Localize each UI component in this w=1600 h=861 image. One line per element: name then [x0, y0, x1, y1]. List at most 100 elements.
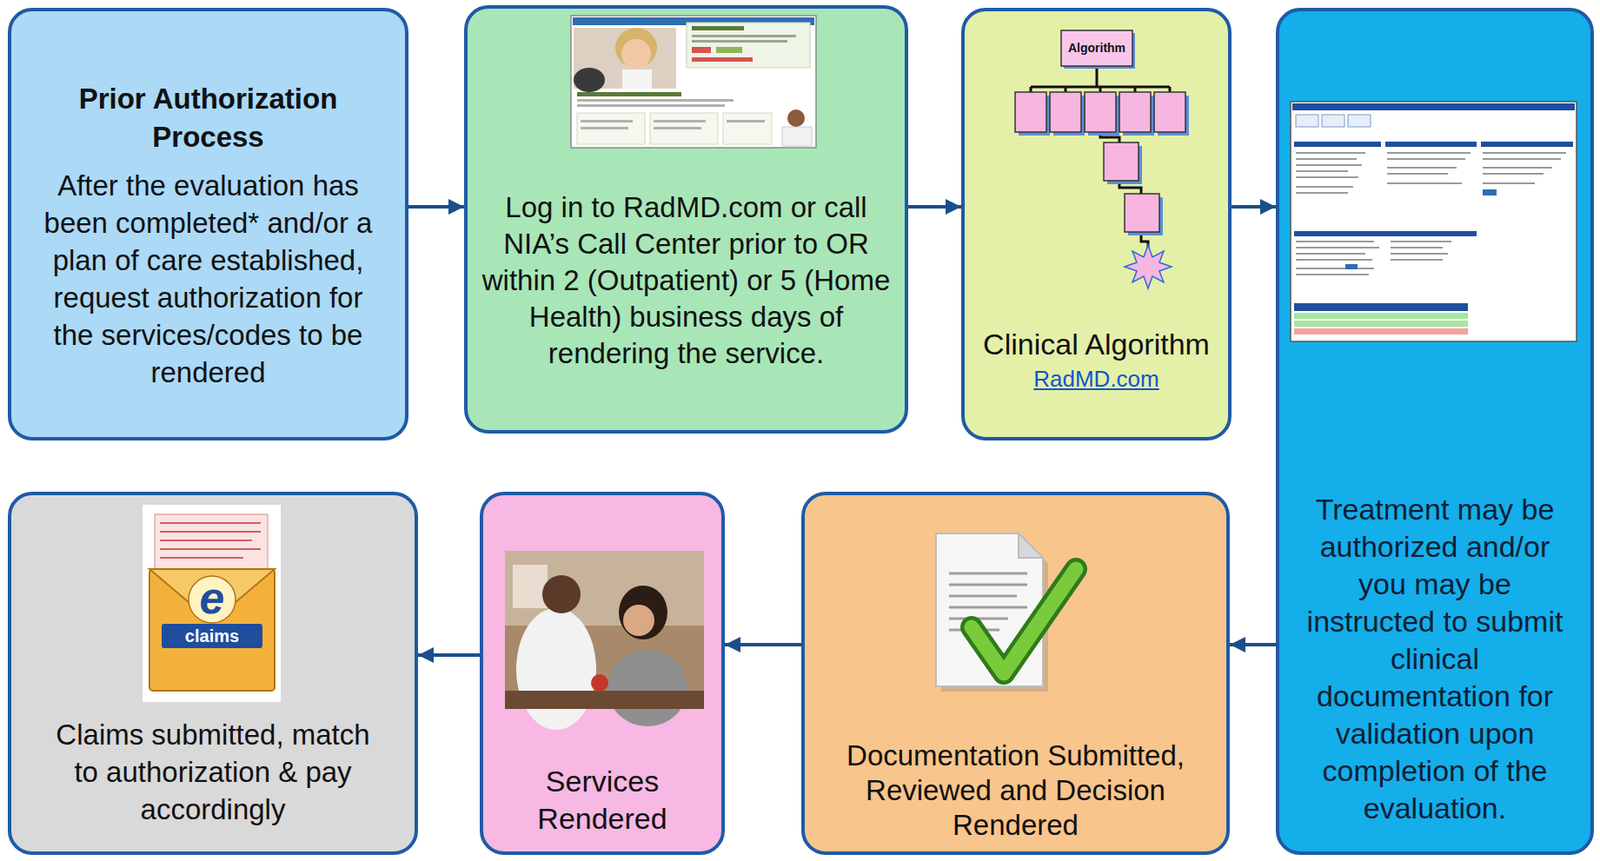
e-claims-icon-part: [149, 569, 275, 691]
therapy-photo-part: [504, 690, 704, 710]
algorithm-tree-part: [1088, 95, 1120, 136]
case-screenshot-part-part: [1390, 246, 1443, 249]
document-check-icon-part-part: [949, 595, 1017, 598]
algorithm-tree-part: [1053, 95, 1085, 136]
e-claims-icon-part: [142, 504, 281, 703]
link-text: RadMD.com: [964, 365, 1229, 393]
website-screenshot-part: [691, 26, 744, 31]
algorithm-tree-part: [1157, 95, 1189, 136]
case-screenshot-part-part: [1387, 158, 1466, 160]
e-claims-icon-part: [159, 523, 261, 558]
case-screenshot-part-part: [1387, 152, 1471, 154]
therapy-photo-part: [512, 564, 548, 609]
e-claims-icon-part-part: [159, 548, 261, 551]
case-screenshot-part-part: [1387, 172, 1448, 175]
case-screenshot-part: [1294, 328, 1468, 335]
case-screenshot-part-part: [1295, 152, 1366, 154]
therapy-photo-part: [504, 551, 704, 710]
process-box: Prior Authorization ProcessAfter the eva…: [7, 7, 409, 441]
case-screenshot-part: [1347, 114, 1371, 127]
flow-arrow: [1231, 205, 1276, 209]
case-screenshot-part: [1295, 114, 1319, 127]
document-check-icon-part-part: [949, 606, 1028, 610]
website-screenshot-part: [787, 109, 805, 127]
case-screenshot-part: [1294, 320, 1468, 327]
case-screenshot-part-part: [1295, 176, 1359, 179]
flow-arrow: [418, 653, 480, 658]
case-screenshot-part-part: [1295, 273, 1369, 276]
website-screenshot-part: [573, 27, 677, 89]
document-check-icon-part-part: [949, 584, 1028, 587]
algorithm-tree-part: [1015, 92, 1047, 133]
e-claims-icon-part: [161, 624, 263, 649]
case-screenshot-part-part: [1482, 182, 1535, 185]
algorithm-tree: [1015, 30, 1189, 289]
e-claims-icon-part-part: [159, 522, 261, 525]
website-screenshot-part: [577, 99, 734, 102]
case-screenshot: [1290, 101, 1577, 342]
website-screenshot-part: [691, 39, 788, 43]
case-screenshot-part: [1480, 141, 1574, 147]
case-screenshot-part-part: [1390, 252, 1448, 255]
claims-label: claims: [161, 624, 263, 649]
case-screenshot-part-part: [1295, 185, 1354, 188]
website-screenshot-part: [691, 46, 711, 54]
document-check-icon-part-part: [949, 617, 1009, 621]
algorithm-tree-part: [1030, 66, 1170, 93]
therapy-photo-part: [542, 575, 581, 614]
therapy-photo-part: [618, 585, 668, 640]
node-heading: Clinical Algorithm: [964, 325, 1229, 364]
website-screenshot-part: [653, 126, 702, 130]
therapy-photo-part: [516, 608, 597, 731]
envelope-e: e: [192, 570, 232, 626]
node-text: Claims submitted, match to authorization…: [11, 716, 415, 829]
case-screenshot-part: [1292, 103, 1575, 111]
website-screenshot-part: [572, 17, 815, 26]
algorithm-tree-part: [1119, 92, 1151, 133]
case-screenshot-part: [1294, 231, 1477, 237]
algorithm-tree-part: [1100, 132, 1149, 248]
document-check-icon-part-part: [949, 629, 1000, 632]
case-screenshot-part-part: [1295, 267, 1375, 270]
document-check-icon-part: [936, 533, 1043, 687]
case-screenshot-part-part: [1482, 152, 1567, 154]
case-screenshot-part-part: [1387, 166, 1457, 169]
process-box: Services Rendered: [479, 491, 725, 856]
flow-arrow: [1229, 643, 1276, 647]
website-screenshot-part: [653, 119, 706, 123]
algorithm-tree-part: [1124, 193, 1160, 233]
case-screenshot-part: [1294, 141, 1381, 147]
website-screenshot-part: [686, 22, 810, 68]
case-screenshot-part-part: [1295, 240, 1375, 243]
process-box: Claims submitted, match to authorization…: [7, 491, 419, 856]
website-screenshot-part: [650, 112, 718, 145]
node-text: After the evaluation has been completed*…: [11, 166, 405, 392]
case-screenshot-part: [1294, 312, 1468, 319]
algorithm-tree-part: [1049, 92, 1082, 133]
process-box: Clinical AlgorithmRadMD.com: [961, 7, 1232, 441]
case-screenshot-part: [1290, 101, 1577, 342]
therapy-photo-part: [607, 650, 688, 727]
algorithm-tree-part: [1103, 142, 1139, 181]
website-screenshot-part: [726, 119, 765, 123]
case-screenshot-part-part: [1295, 258, 1373, 261]
case-screenshot-part-part: [1295, 246, 1380, 249]
website-screenshot-part: [621, 39, 651, 69]
website-screenshot-part: [577, 92, 682, 97]
case-screenshot-part-part: [1295, 158, 1357, 160]
website-screenshot-part: [615, 27, 658, 68]
website-screenshot: [570, 15, 817, 148]
document-check-icon: [936, 533, 1076, 692]
case-screenshot-part: [1345, 264, 1358, 270]
algorithm-tree-part: [1122, 95, 1155, 136]
case-screenshot-part-part: [1390, 258, 1443, 261]
therapy-photo-part: [623, 604, 655, 637]
e-claims-icon-part-part: [159, 557, 244, 559]
algorithm-tree-part: [1124, 245, 1172, 289]
document-check-icon-part: [971, 569, 1076, 674]
case-screenshot-part-part: [1387, 182, 1462, 185]
case-screenshot-part: [1295, 152, 1567, 276]
case-screenshot-part-part: [1482, 166, 1553, 169]
